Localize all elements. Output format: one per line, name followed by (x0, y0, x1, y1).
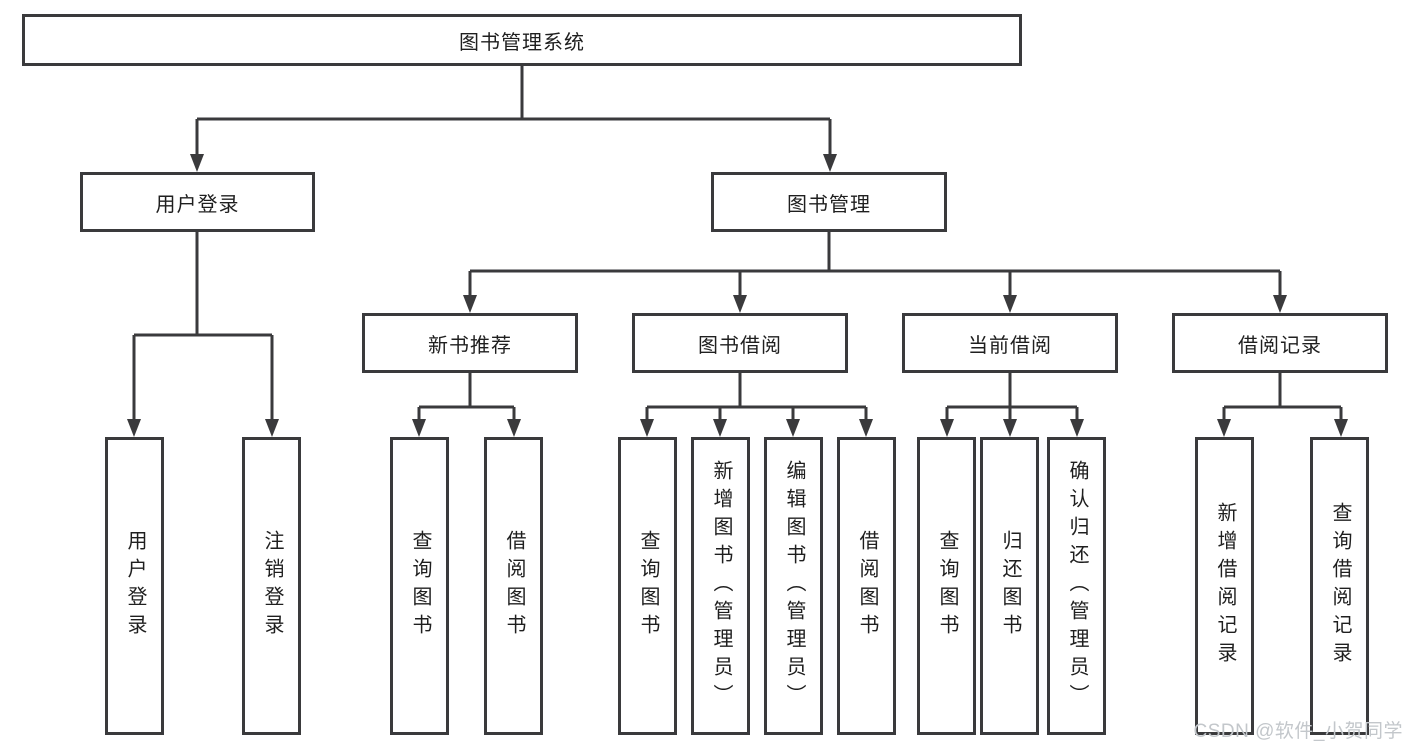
node-logout: 注销登录 (242, 437, 301, 735)
node-add-books-admin-label: 新增图书（管理员） (710, 460, 732, 712)
arrow-icon (713, 419, 727, 437)
arrow-icon (1273, 295, 1287, 313)
arrow-icon (127, 419, 141, 437)
arrow-icon (1334, 419, 1348, 437)
arrow-icon (1003, 419, 1017, 437)
connector-book-borrow-group (640, 373, 873, 437)
arrow-icon (1003, 295, 1017, 313)
node-query-books-borrow-label: 查询图书 (637, 530, 659, 642)
node-root: 图书管理系统 (22, 14, 1022, 66)
node-edit-books-admin-label: 编辑图书（管理员） (783, 460, 805, 712)
connector-new-book-recommend-group (412, 373, 521, 437)
node-return-books-label: 归还图书 (999, 530, 1021, 642)
node-borrow-records-label: 借阅记录 (1238, 334, 1322, 357)
connector-root-to-level2 (190, 66, 837, 172)
node-user-login-label: 用户登录 (155, 193, 240, 216)
node-borrow-books: 借阅图书 (837, 437, 896, 735)
node-query-borrow-record-label: 查询借阅记录 (1329, 502, 1351, 670)
node-return-books: 归还图书 (980, 437, 1039, 735)
arrow-icon (265, 419, 279, 437)
node-borrow-books-recommend: 借阅图书 (484, 437, 543, 735)
node-book-borrow: 图书借阅 (632, 313, 848, 373)
node-confirm-return-admin-label: 确认归还（管理员） (1066, 460, 1088, 712)
node-book-borrow-label: 图书借阅 (698, 334, 782, 357)
node-book-management-label: 图书管理 (787, 193, 871, 216)
connector-borrow-records-group (1217, 373, 1348, 437)
node-current-borrow-label: 当前借阅 (968, 334, 1052, 357)
node-add-borrow-record-label: 新增借阅记录 (1214, 502, 1236, 670)
node-add-borrow-record: 新增借阅记录 (1195, 437, 1254, 735)
connector-user-login-group (127, 232, 279, 437)
arrow-icon (507, 419, 521, 437)
arrow-icon (786, 419, 800, 437)
node-current-borrow: 当前借阅 (902, 313, 1118, 373)
arrow-icon (463, 295, 477, 313)
arrow-icon (640, 419, 654, 437)
arrow-icon (1070, 419, 1084, 437)
node-query-books-recommend: 查询图书 (390, 437, 449, 735)
node-borrow-books-label: 借阅图书 (856, 530, 878, 642)
node-new-book-recommend-label: 新书推荐 (428, 334, 512, 357)
arrow-icon (859, 419, 873, 437)
node-borrow-books-recommend-label: 借阅图书 (503, 530, 525, 642)
node-logout-label: 注销登录 (261, 530, 283, 642)
connector-current-borrow-group (940, 373, 1084, 437)
arrow-icon (1217, 419, 1231, 437)
arrow-icon (412, 419, 426, 437)
node-borrow-records: 借阅记录 (1172, 313, 1388, 373)
arrow-icon (190, 154, 204, 172)
node-query-books-recommend-label: 查询图书 (409, 530, 431, 642)
arrow-icon (940, 419, 954, 437)
connector-book-management-group (463, 232, 1287, 313)
node-query-books-current-label: 查询图书 (936, 530, 958, 642)
node-login-label: 用户登录 (124, 530, 146, 642)
node-user-login: 用户登录 (80, 172, 315, 232)
node-query-borrow-record: 查询借阅记录 (1310, 437, 1369, 735)
arrow-icon (823, 154, 837, 172)
node-query-books-borrow: 查询图书 (618, 437, 677, 735)
node-root-label: 图书管理系统 (459, 31, 585, 54)
node-book-management: 图书管理 (711, 172, 947, 232)
node-add-books-admin: 新增图书（管理员） (691, 437, 750, 735)
node-login: 用户登录 (105, 437, 164, 735)
node-edit-books-admin: 编辑图书（管理员） (764, 437, 823, 735)
node-new-book-recommend: 新书推荐 (362, 313, 578, 373)
node-query-books-current: 查询图书 (917, 437, 976, 735)
node-confirm-return-admin: 确认归还（管理员） (1047, 437, 1106, 735)
arrow-icon (733, 295, 747, 313)
watermark: CSDN @软件_小贺同学 (1193, 721, 1403, 742)
